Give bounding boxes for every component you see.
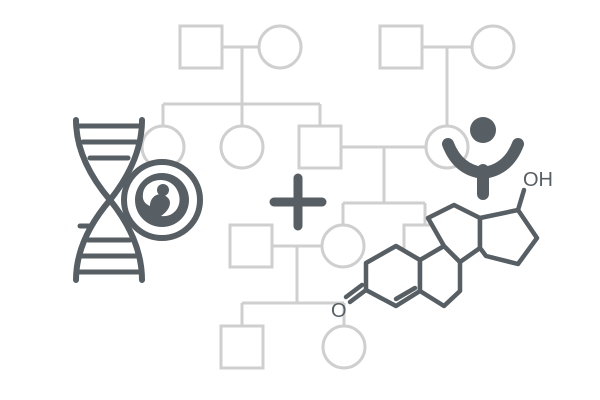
- steroid-molecule-icon: OH O: [331, 169, 553, 322]
- hydroxyl-label: OH: [523, 169, 553, 191]
- pedigree-female-6: [320, 223, 366, 269]
- pedigree-chart: [140, 24, 516, 370]
- pedigree-lines: [161, 45, 472, 326]
- pedigree-female-4: [219, 124, 265, 170]
- ketone-label: O: [331, 300, 347, 322]
- pedigree-male-4: [228, 223, 274, 269]
- pedigree-male-3: [297, 124, 343, 170]
- dna-helix-icon: [73, 117, 145, 283]
- pedigree-female-7: [321, 324, 367, 370]
- cell-icon: [121, 159, 203, 241]
- pedigree-male-1: [178, 24, 224, 70]
- plus-icon: [269, 173, 327, 231]
- pedigree-female-2: [470, 24, 516, 70]
- pedigree-male-2: [378, 24, 424, 70]
- person-icon: [442, 117, 524, 200]
- pedigree-male-6: [219, 324, 265, 370]
- pedigree-female-1: [257, 24, 303, 70]
